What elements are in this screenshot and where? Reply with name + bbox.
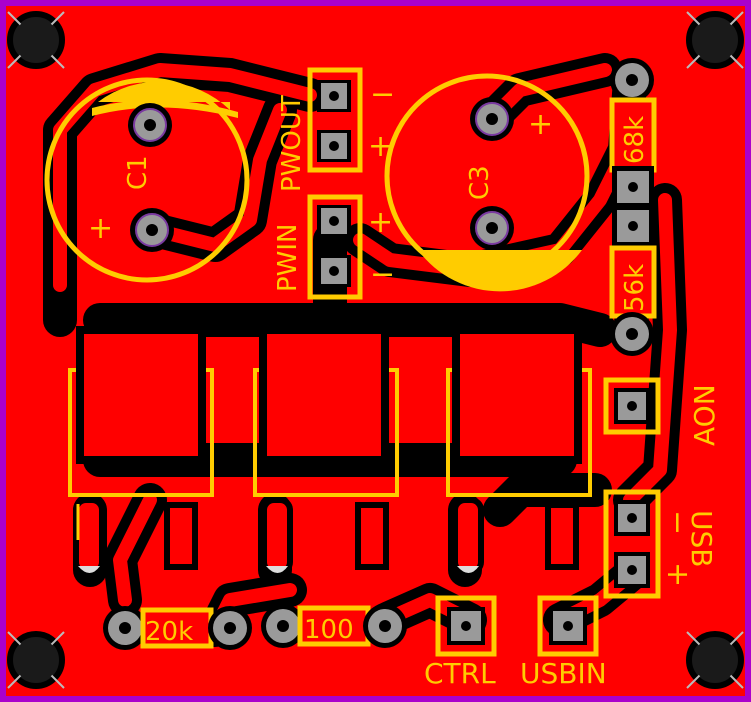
- pwout-label: PWOUT: [277, 95, 307, 192]
- mounting-hole-top-right: [686, 11, 744, 69]
- c3-plus: +: [528, 107, 553, 142]
- usb-label: USB: [685, 510, 718, 567]
- pwin-minus: −: [370, 257, 395, 292]
- usb-minus: −: [660, 510, 695, 535]
- pwout-plus: +: [368, 129, 393, 164]
- connector-pwout: PWOUT − +: [277, 67, 395, 192]
- ctrl-label: CTRL: [424, 657, 496, 690]
- r-56k-label: 56k: [620, 264, 650, 312]
- connector-aon: AON: [603, 377, 721, 446]
- connector-ctrl: CTRL: [424, 595, 497, 690]
- connector-pwin: PWIN + −: [273, 194, 395, 300]
- transistor-q3: [446, 326, 592, 575]
- r-100-label: 100: [304, 615, 354, 645]
- mounting-holes: [7, 11, 744, 689]
- transistor-q2: [253, 326, 399, 575]
- mounting-hole-bottom-right: [686, 631, 744, 689]
- usbin-label: USBIN: [520, 657, 607, 690]
- capacitor-c3: C3 +: [384, 73, 590, 292]
- r-68k-label: 68k: [620, 116, 650, 164]
- r-20k-label: 20k: [145, 617, 193, 647]
- capacitor-c1: C1 +: [44, 77, 250, 283]
- pwin-plus: +: [368, 205, 393, 240]
- mounting-hole-bottom-left: [7, 631, 65, 689]
- usb-plus: +: [660, 562, 695, 587]
- pwout-minus: −: [370, 77, 395, 112]
- resistor-20k: 20k: [103, 606, 252, 650]
- c1-plus: +: [88, 211, 113, 246]
- resistor-100: 100: [261, 604, 407, 648]
- connector-usbin: USBIN: [520, 595, 607, 690]
- connector-usb: USB − +: [603, 489, 718, 599]
- c3-label: C3: [465, 165, 495, 200]
- aon-label: AON: [688, 384, 721, 446]
- mounting-hole-top-left: [7, 11, 65, 69]
- c1-label: C1: [123, 155, 153, 190]
- resistor-68k-56k: 68k 56k: [609, 58, 657, 356]
- pwin-label: PWIN: [273, 223, 303, 292]
- transistor-packages: [68, 326, 592, 575]
- transistor-q1: [68, 326, 214, 575]
